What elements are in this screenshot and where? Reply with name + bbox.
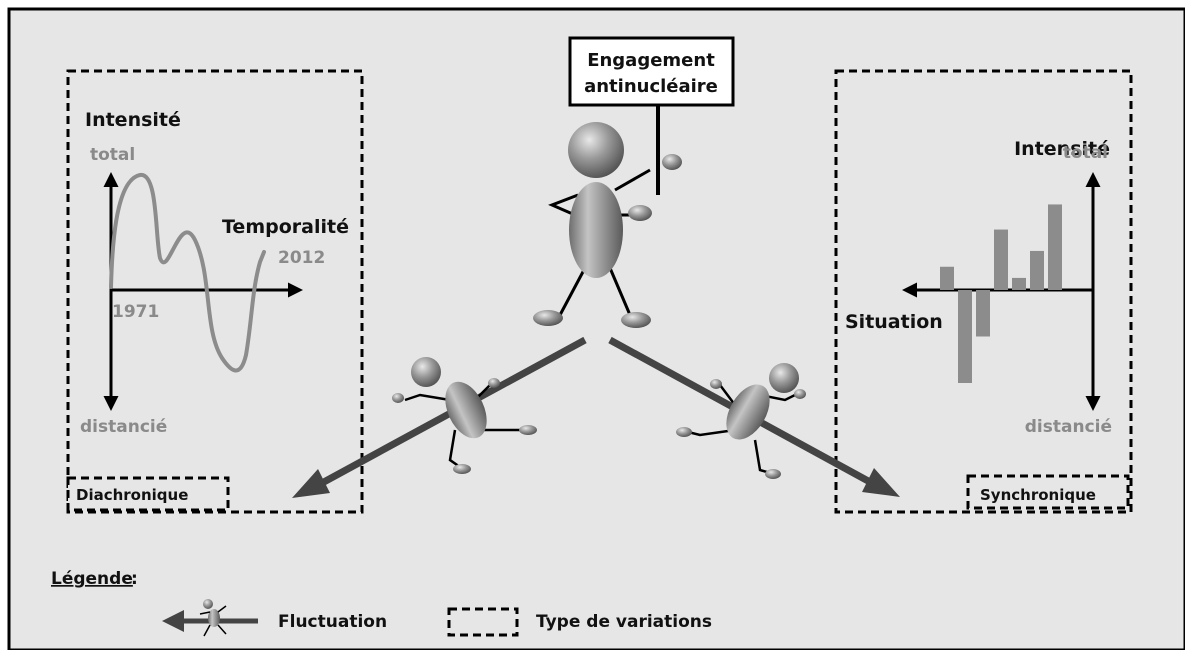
situation-bar: [994, 229, 1008, 290]
situation-bar: [940, 266, 954, 290]
left-x-end-label: 2012: [278, 248, 325, 268]
legend-title: Légende: [51, 569, 133, 589]
right-y-bottom-label: distancié: [1025, 417, 1112, 437]
right-x-title: Situation: [845, 311, 943, 333]
diachronic-panel-border: [66, 69, 364, 514]
diachronic-type-label: Diachronique: [76, 486, 188, 504]
diachronic-type-box: [66, 476, 230, 512]
right-fluctuation-arrowhead: [862, 468, 900, 497]
sign-line-2: antinucléaire: [584, 76, 718, 97]
legend-variations-label: Type de variations: [536, 612, 712, 632]
right-y-top-label: total: [1063, 143, 1108, 163]
synchronic-panel-border: [834, 69, 1133, 514]
left-x-start-label: 1971: [112, 302, 159, 322]
runner-right: [676, 363, 806, 479]
figure-head: [568, 122, 624, 178]
situation-bar: [1048, 204, 1062, 290]
synchronic-type-label: Synchronique: [980, 486, 1096, 504]
left-y-top-label: total: [90, 145, 135, 165]
legend-variation-box-icon: [447, 607, 519, 637]
sign-line-1: Engagement: [587, 50, 715, 71]
situation-bar: [958, 290, 972, 383]
sign-board: [568, 36, 735, 107]
left-y-title: Intensité: [85, 109, 181, 131]
intensity-curve: [109, 173, 266, 373]
figure-body: [569, 182, 623, 278]
bar-series: [940, 204, 1062, 383]
situation-bar: [1012, 277, 1026, 290]
right-y-title: Intensité: [1014, 138, 1110, 160]
legend-fluctuation-icon: [162, 599, 258, 637]
situation-bar: [1030, 250, 1044, 290]
left-y-bottom-label: distancié: [80, 417, 167, 437]
left-fluctuation-arrowhead: [292, 469, 330, 498]
legend-fluctuation-label: Fluctuation: [278, 612, 387, 632]
legend-colon: :: [131, 569, 138, 589]
synchronic-type-box: [966, 474, 1130, 510]
runner-left: [392, 357, 537, 474]
protester-figure: Engagement antinucléaire: [533, 36, 735, 328]
situation-bar: [976, 290, 990, 337]
left-x-title: Temporalité: [222, 216, 349, 238]
